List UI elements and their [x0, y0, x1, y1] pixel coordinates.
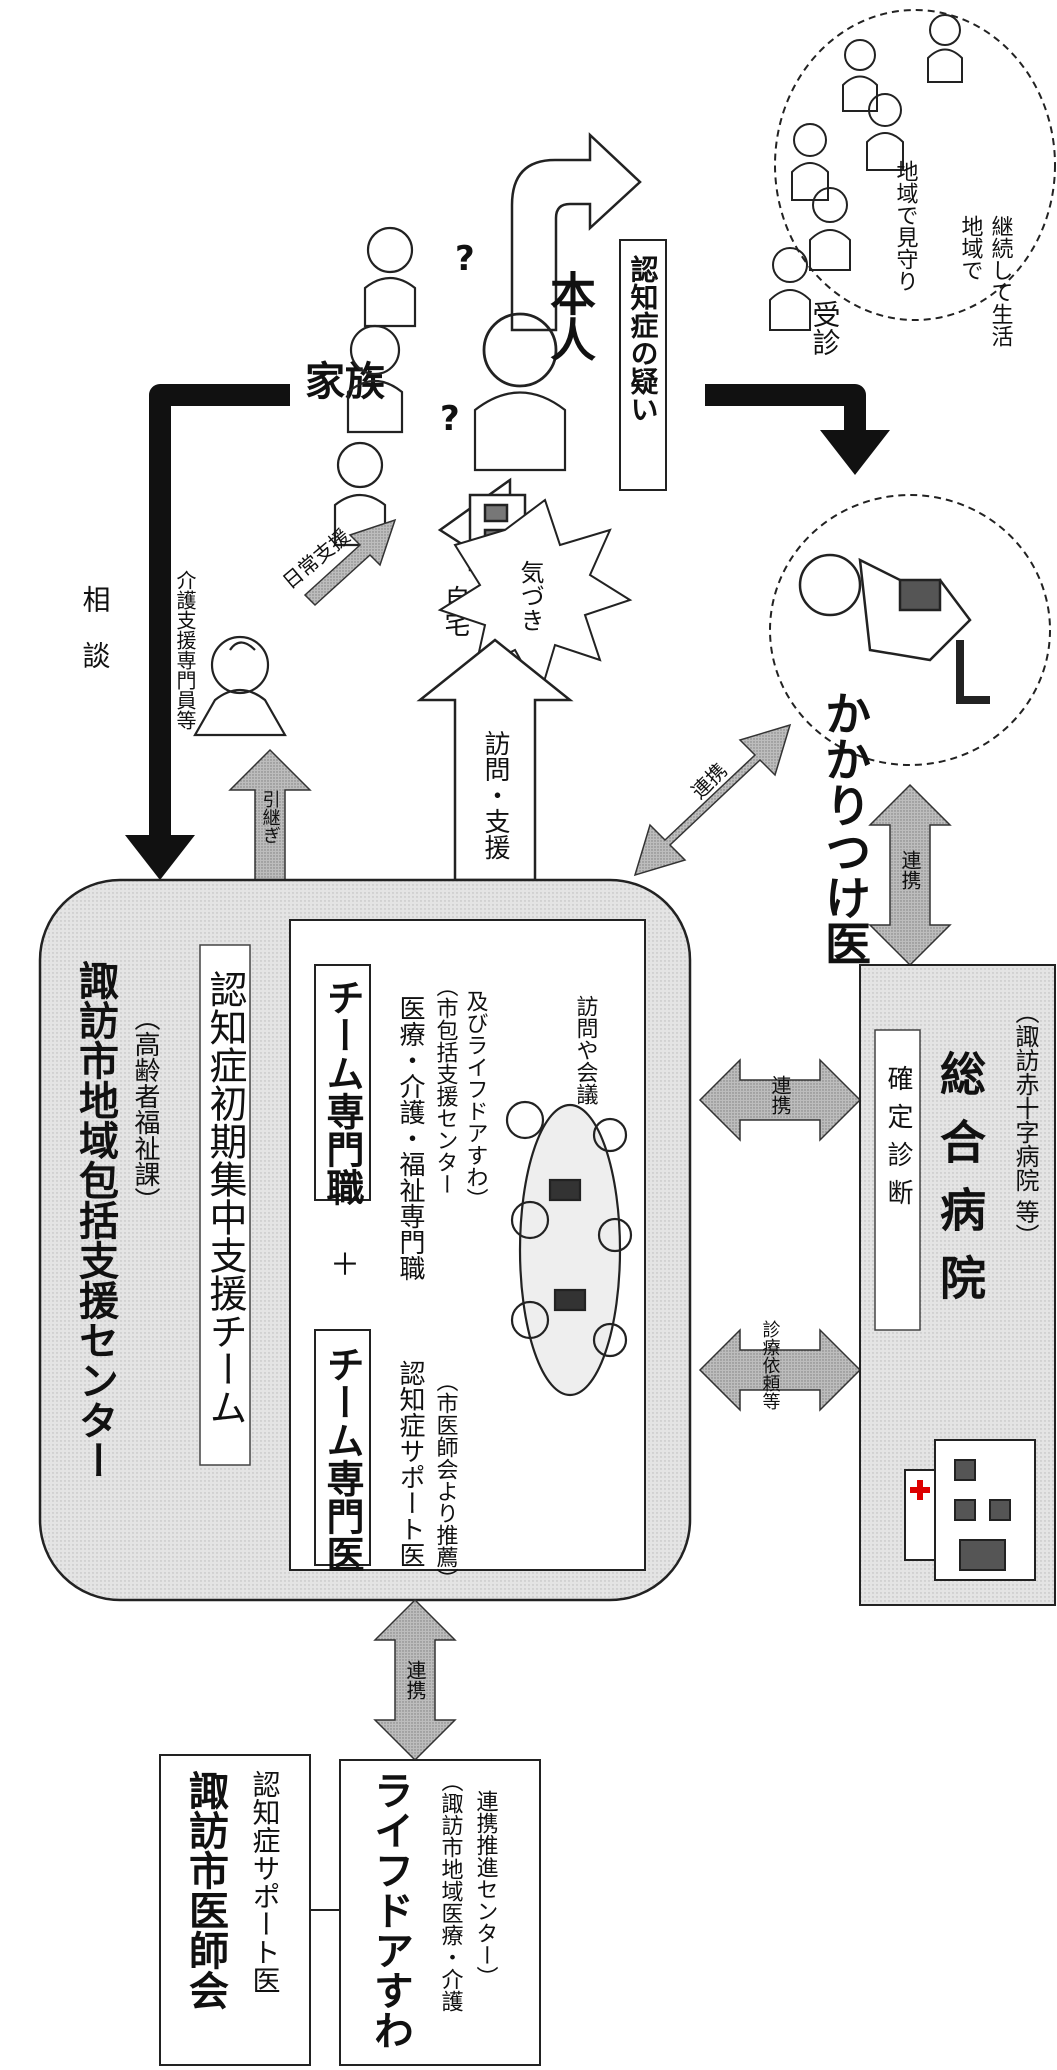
renkei-center-life-label: 連携 [403, 1660, 427, 1700]
meeting-label: 訪問や会議 [573, 995, 599, 1105]
staff-desc: 医療・介護・福祉専門職 [395, 995, 425, 1281]
community-mimamori-label: 地域で見守り [893, 160, 919, 292]
jushin-arrowhead [820, 430, 890, 475]
plus-sign: ＋ [330, 1248, 360, 1283]
hikitsugi-arrow [228, 748, 312, 881]
lifedoor-box [339, 1759, 541, 2066]
houmon-shien-label: 訪問・支援 [480, 730, 510, 860]
kakutei-label: 確定診断 [883, 1065, 913, 1217]
lifedoor-sub2: 連携推進センター） [473, 1790, 499, 1988]
question-mark-2: ? [440, 399, 460, 439]
soudan-arrow [149, 384, 290, 840]
suspicion-box [619, 239, 667, 491]
doctor-desc2: （市医師会より推薦） [433, 1370, 459, 1590]
renkei-center-hosp-label: 連携 [768, 1075, 792, 1115]
shinryo-label: 診療依頼等 [760, 1320, 781, 1410]
center-subtitle: （高齢者福祉課） [130, 1005, 160, 1213]
ishikai-name: 諏訪市医師会 [182, 1770, 229, 2010]
houmon-shien-arrow [416, 638, 574, 882]
renkei-center-kakari-label: 連携 [687, 758, 732, 803]
kizuki-label: 気づき [516, 560, 544, 632]
care-worker-icon [193, 635, 287, 737]
soudan-label: 相 談 [79, 585, 112, 669]
doctor-desc: 認知症サポート医 [395, 1360, 425, 1568]
suspicion-label: 認知症の疑い [627, 254, 660, 423]
hospital-building-icon [904, 1439, 1036, 1581]
care-worker-label: 介護支援専門員等 [173, 570, 197, 730]
honnin-label: 本人 [543, 270, 597, 362]
hikitsugi-label: 引継ぎ [260, 790, 281, 844]
team-doctor-box [314, 1329, 371, 1566]
ishikai-box [159, 1754, 311, 2066]
community-keizoku-label-2: 継続して生活 [988, 215, 1014, 347]
kakaritsuke-circle [769, 494, 1051, 766]
lifedoor-sub1: （諏訪市地域医療・介護 [438, 1770, 464, 2012]
community-people-icon [769, 14, 963, 331]
meeting-icon [505, 1100, 633, 1397]
lifedoor-name: ライフドアすわ [367, 1770, 413, 2050]
renkei-center-kakari-arrow [633, 723, 792, 877]
kakutei-box [874, 1029, 921, 1331]
ishikai-sub: 認知症サポート医 [249, 1770, 282, 1994]
kakaritsuke-label: かかりつけ医 [818, 690, 872, 966]
family-people-icon [333, 226, 567, 547]
jushin-arrow [705, 384, 866, 430]
team-staff-label: チーム専門職 [320, 978, 364, 1206]
community-keizoku-label-1: 地域で [958, 215, 984, 281]
center-title: 諏訪市地域包括支援センター [72, 960, 119, 1480]
return-to-community-arrow [510, 132, 642, 332]
renkei-kakari-hosp-label: 連携 [898, 850, 922, 890]
team-doctor-label: チーム専門医 [320, 1345, 364, 1573]
hospital-sub: （諏訪赤十字病院 等） [1011, 1000, 1039, 1248]
community-circle [774, 9, 1056, 321]
soudan-arrowhead [125, 835, 195, 880]
question-mark-1: ? [455, 239, 475, 279]
doctor-icon [798, 553, 990, 704]
nichijo-support-arrow [303, 518, 397, 607]
hospital-name: 総合病院 [933, 1050, 987, 1322]
team-title: 認知症初期集中支援チーム [203, 970, 247, 1426]
team-staff-box [314, 964, 371, 1201]
nichijo-label: 日常支援 [278, 524, 355, 594]
staff-desc2: （市包括支援センター [433, 975, 459, 1195]
jushin-label: 受診 [809, 300, 842, 356]
team-title-box [199, 944, 251, 1466]
staff-desc3: 及びライフドアすわ） [463, 990, 489, 1210]
